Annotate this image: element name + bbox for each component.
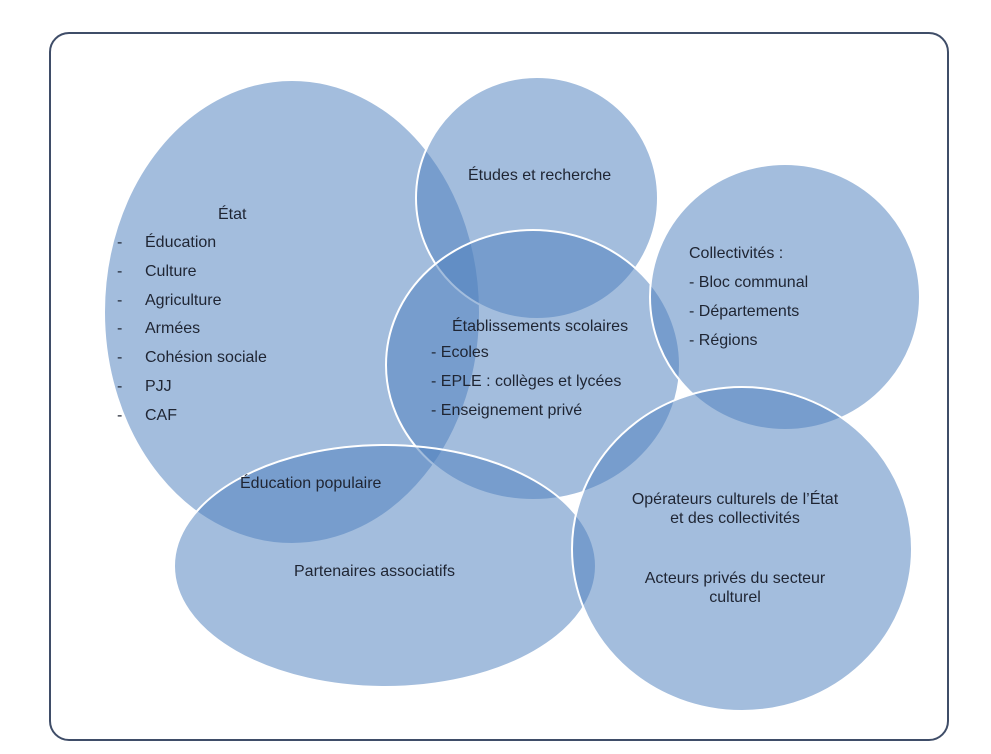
circle-operateurs [571,386,913,712]
etat-item: -Culture [117,262,197,280]
collectivites-item: - Départements [689,302,800,320]
education-populaire-label: Éducation populaire [240,475,382,492]
etablissements-item: - Enseignement privé [431,401,583,419]
etat-item-label: Cohésion sociale [145,349,267,367]
operateurs-line2: et des collectivités [670,510,800,527]
collectivites-list: - Bloc communal - Départements - Régions [689,269,808,355]
collectivites-item: - Bloc communal [689,274,809,291]
etat-item: -Agriculture [117,291,222,309]
etat-item: -Armées [117,320,201,338]
etudes-title: Études et recherche [468,167,612,184]
etat-item-label: PJJ [145,377,172,395]
etat-item: -Éducation [117,234,217,251]
acteurs-label: Acteurs privés du secteur culturel [600,569,870,607]
partenaires-label: Partenaires associatifs [294,563,455,580]
diagram-frame [49,32,949,741]
etat-item-label: CAF [145,406,177,424]
acteurs-line1: Acteurs privés du secteur [644,570,826,587]
etat-item-label: Agriculture [145,291,222,309]
etablissements-item: - Ecoles [431,344,489,361]
etablissements-list: - Ecoles - EPLE : collèges et lycées - E… [431,339,621,425]
etat-item: -Cohésion sociale [117,349,267,367]
etat-item-label: Culture [145,262,197,280]
etat-item: -CAF [117,406,177,424]
etat-list: -Éducation -Culture -Agriculture -Armées… [117,229,267,431]
etat-item-label: Éducation [145,234,217,251]
acteurs-line2: culturel [709,589,761,606]
etablissements-item: - EPLE : collèges et lycées [431,372,622,390]
etat-item: -PJJ [117,377,172,395]
etablissements-title: Établissements scolaires [452,318,629,335]
operateurs-label: Opérateurs culturels de l’État et des co… [600,490,870,528]
collectivites-item: - Régions [689,331,758,349]
etat-item-label: Armées [145,320,201,338]
etat-title: État [218,206,247,223]
operateurs-line1: Opérateurs culturels de l’État [631,491,839,508]
collectivites-title: Collectivités : [689,245,784,262]
